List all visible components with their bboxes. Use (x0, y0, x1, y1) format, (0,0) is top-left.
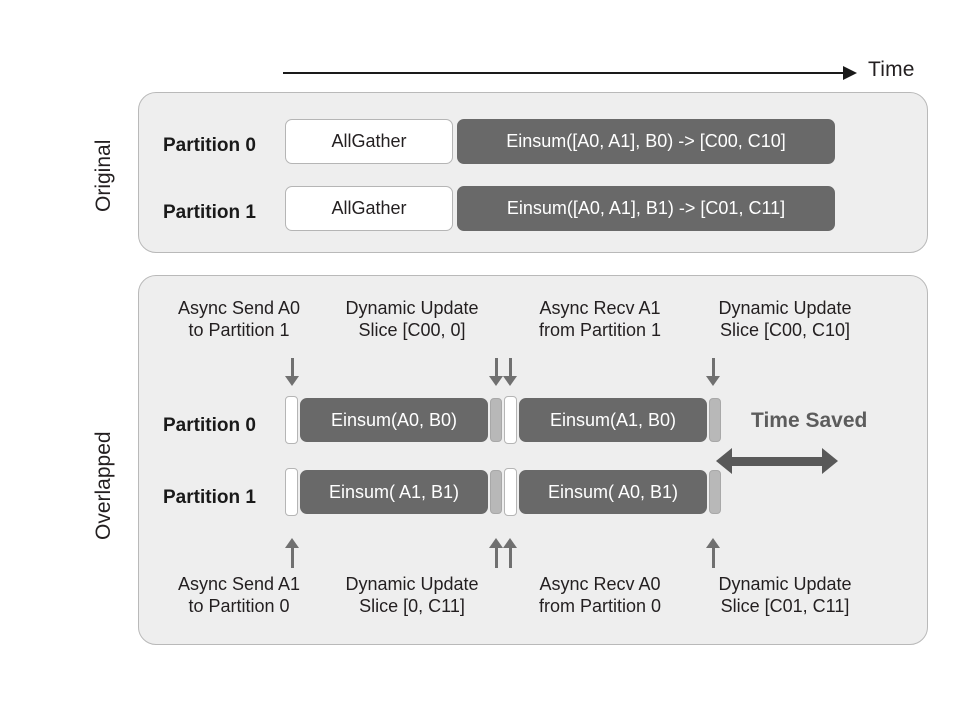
annotation-top-async-recv: Async Recv A1 from Partition 1 (538, 298, 662, 340)
row-label-original-partition-1: Partition 1 (163, 202, 256, 223)
bar-einsum-partition-0[interactable]: Einsum([A0, A1], B0) -> [C00, C10] (457, 119, 835, 164)
slot-async-send-partition-0[interactable] (285, 396, 298, 444)
time-saved-label: Time Saved (751, 409, 868, 432)
slot-dynamic-update-b-partition-0[interactable] (709, 398, 721, 442)
time-axis-arrow (283, 63, 863, 83)
slot-dynamic-update-a-partition-0[interactable] (490, 398, 502, 442)
annotation-top-async-send: Async Send A0 to Partition 1 (177, 298, 301, 340)
annotation-bottom-async-recv: Async Recv A0 from Partition 0 (538, 574, 662, 616)
slot-dynamic-update-a-partition-1[interactable] (490, 470, 502, 514)
row-label-overlapped-partition-0: Partition 0 (163, 415, 256, 436)
section-label-overlapped: Overlapped (92, 431, 115, 540)
bar-allgather-partition-0[interactable]: AllGather (285, 119, 453, 164)
bar-einsum-b-partition-1[interactable]: Einsum( A0, B1) (519, 470, 707, 514)
annotation-bottom-async-send: Async Send A1 to Partition 0 (177, 574, 301, 616)
annotation-bottom-dynamic-update-2: Dynamic Update Slice [C01, C11] (718, 574, 852, 616)
arrow-down-async-send-icon (285, 358, 299, 388)
annotation-top-dynamic-update-2: Dynamic Update Slice [C00, C10] (718, 298, 852, 340)
arrow-up-dynamic-update-a-icon (489, 538, 503, 568)
time-axis-line (283, 72, 848, 74)
arrow-down-dynamic-update-b-icon (503, 358, 517, 388)
bar-allgather-partition-1[interactable]: AllGather (285, 186, 453, 231)
time-saved-double-arrow-icon (716, 448, 838, 474)
bar-einsum-a-partition-1[interactable]: Einsum( A1, B1) (300, 470, 488, 514)
slot-dynamic-update-b-partition-1[interactable] (709, 470, 721, 514)
slot-async-recv-partition-0[interactable] (504, 396, 517, 444)
row-label-original-partition-0: Partition 0 (163, 135, 256, 156)
arrow-down-dynamic-update-c-icon (706, 358, 720, 388)
section-label-original: Original (92, 139, 115, 212)
time-axis-label: Time (868, 58, 915, 81)
slot-async-recv-partition-1[interactable] (504, 468, 517, 516)
time-axis-arrowhead-icon (843, 66, 857, 80)
bar-einsum-partition-1[interactable]: Einsum([A0, A1], B1) -> [C01, C11] (457, 186, 835, 231)
row-label-overlapped-partition-1: Partition 1 (163, 487, 256, 508)
bar-einsum-a-partition-0[interactable]: Einsum(A0, B0) (300, 398, 488, 442)
arrow-up-async-send-icon (285, 538, 299, 568)
arrow-down-dynamic-update-a-icon (489, 358, 503, 388)
slot-async-send-partition-1[interactable] (285, 468, 298, 516)
bar-einsum-b-partition-0[interactable]: Einsum(A1, B0) (519, 398, 707, 442)
annotation-bottom-dynamic-update-1: Dynamic Update Slice [0, C11] (345, 574, 479, 616)
arrow-up-dynamic-update-b-icon (503, 538, 517, 568)
annotation-top-dynamic-update-1: Dynamic Update Slice [C00, 0] (345, 298, 479, 340)
arrow-up-dynamic-update-c-icon (706, 538, 720, 568)
